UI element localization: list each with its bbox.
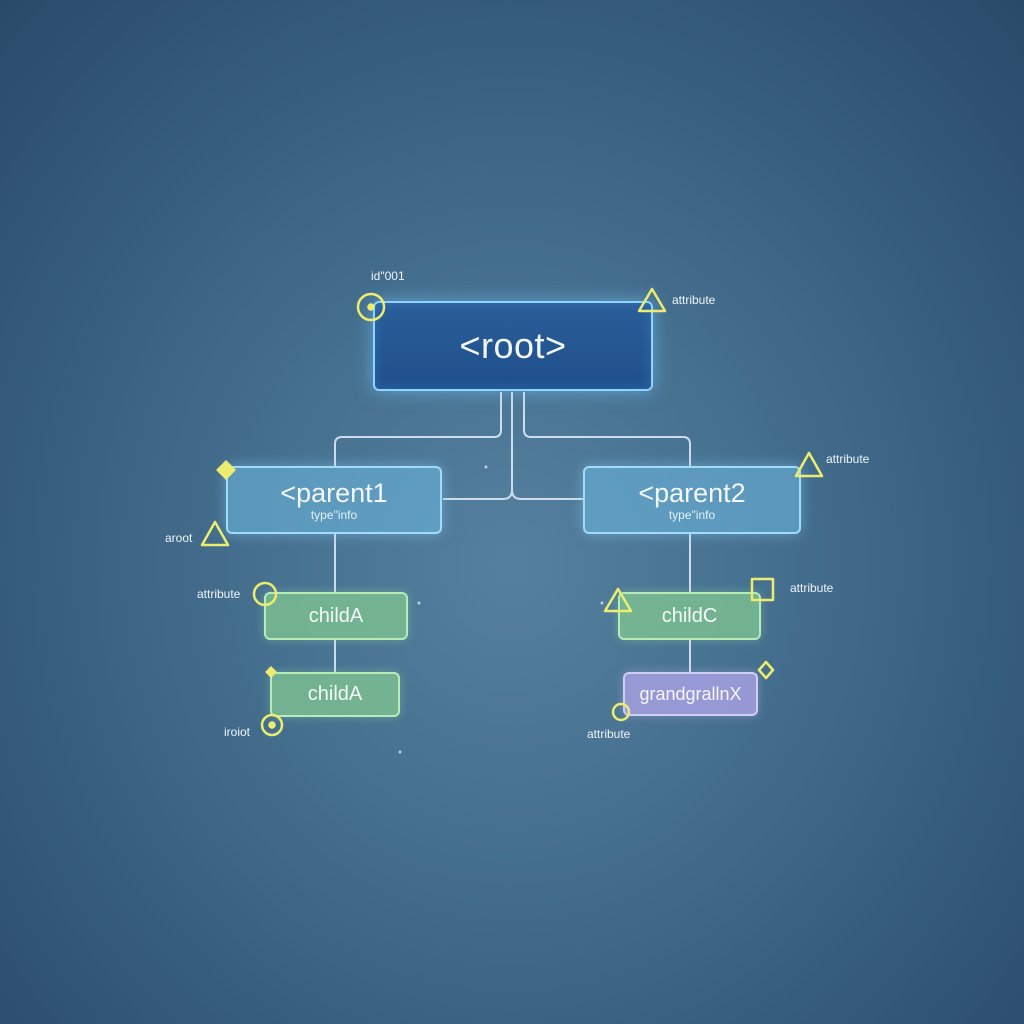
connector-root-parent2 xyxy=(523,392,691,466)
childA2-iroot-label: iroiot xyxy=(224,725,251,739)
parent1-aroot-label: aroot xyxy=(165,531,193,545)
childA-attribute-label: attribute xyxy=(197,587,241,601)
sparkle-dot-4 xyxy=(600,601,604,605)
parent1-diamond-icon xyxy=(216,460,236,480)
childA-node-2[interactable]: childA xyxy=(270,672,400,717)
parent2-triangle-icon xyxy=(794,451,824,478)
grandchild-node-label: grandgrallnX xyxy=(639,683,742,704)
root-node-label: <root> xyxy=(459,325,567,366)
grandchild-node[interactable]: grandgrallnX xyxy=(623,672,758,716)
parent2-node[interactable]: <parent2 type"info xyxy=(583,466,801,534)
root-node[interactable]: <root> xyxy=(373,301,653,391)
childA2-circle-dot-icon xyxy=(268,721,276,729)
sparkle-dot-3 xyxy=(398,750,402,754)
connector-root-parent1 xyxy=(334,392,502,466)
root-attribute-label: attribute xyxy=(672,293,716,307)
childC-triangle-icon xyxy=(603,587,633,613)
parent2-node-label: <parent2 xyxy=(638,477,746,508)
parent1-node-label: <parent1 xyxy=(280,477,388,508)
sparkle-dot-2 xyxy=(417,601,421,605)
childA-node-1[interactable]: childA xyxy=(264,592,408,640)
childA2-circle-icon xyxy=(260,713,284,737)
parent2-attribute-label: attribute xyxy=(826,452,870,466)
parent1-node[interactable]: <parent1 type"info xyxy=(226,466,442,534)
root-id-label: id"001 xyxy=(371,269,405,283)
childA-circle-icon xyxy=(252,581,278,607)
parent1-triangle-icon xyxy=(200,520,230,547)
grandchild-circle-icon xyxy=(611,702,631,722)
childC-attribute-label: attribute xyxy=(790,581,834,595)
parent1-node-type: type"info xyxy=(310,507,358,522)
root-circle-icon xyxy=(356,292,386,322)
childA-node-2-label: childA xyxy=(307,683,363,705)
grandchild-attribute-label: attribute xyxy=(587,727,631,741)
childA2-diamond-icon xyxy=(265,666,277,678)
sparkle-dot-1 xyxy=(484,465,488,469)
root-triangle-icon xyxy=(637,287,667,313)
childC-node-label: childC xyxy=(661,604,718,627)
childC-square-icon xyxy=(750,577,775,602)
childA-node-1-label: childA xyxy=(308,604,364,627)
grandchild-diamond-icon xyxy=(757,660,775,680)
connector-trunk-parent2 xyxy=(511,489,583,500)
parent2-node-type: type"info xyxy=(668,507,716,522)
childC-node[interactable]: childC xyxy=(618,592,761,640)
root-circle-dot-icon xyxy=(367,303,375,311)
